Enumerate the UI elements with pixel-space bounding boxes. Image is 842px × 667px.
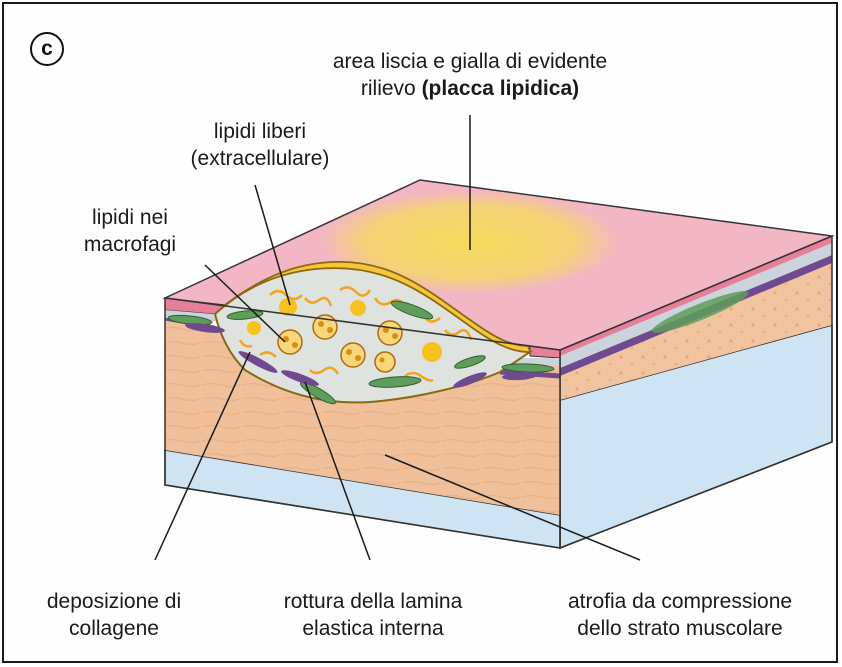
label-macrophages-line1: lipidi nei: [70, 204, 190, 231]
label-macrophages: lipidi nei macrofagi: [70, 204, 190, 258]
label-plaque-line2: rilievo (placca lipidica): [280, 75, 660, 102]
label-macrophages-line2: macrofagi: [70, 231, 190, 258]
foam-cell: [375, 352, 395, 372]
label-free-lipids-line2: (extracellulare): [150, 145, 370, 172]
foam-cell: [278, 330, 302, 354]
label-collagen: deposizione di collagene: [14, 588, 214, 642]
label-lamina: rottura della lamina elastica interna: [248, 588, 498, 642]
panel-letter: c: [41, 37, 53, 61]
free-lipid: [422, 342, 442, 362]
label-lamina-line2: elastica interna: [248, 615, 498, 642]
label-free-lipids-line1: lipidi liberi: [150, 118, 370, 145]
label-free-lipids: lipidi liberi (extracellulare): [150, 118, 370, 172]
label-atrophy-line1: atrofia da compressione: [530, 588, 830, 615]
free-lipid: [350, 300, 366, 316]
label-plaque-line1: area liscia e gialla di evidente: [280, 48, 660, 75]
label-atrophy: atrofia da compressione dello strato mus…: [530, 588, 830, 642]
free-lipid: [247, 321, 261, 335]
label-atrophy-line2: dello strato muscolare: [530, 615, 830, 642]
foam-cell: [341, 343, 365, 367]
panel-letter-badge: c: [30, 32, 64, 66]
label-plaque-bold: (placca lipidica): [422, 77, 580, 100]
label-collagen-line2: collagene: [14, 615, 214, 642]
label-plaque: area liscia e gialla di evidente rilievo…: [280, 48, 660, 102]
label-collagen-line1: deposizione di: [14, 588, 214, 615]
label-lamina-line1: rottura della lamina: [248, 588, 498, 615]
label-plaque-prefix: rilievo: [361, 77, 422, 100]
foam-cell: [378, 321, 402, 345]
